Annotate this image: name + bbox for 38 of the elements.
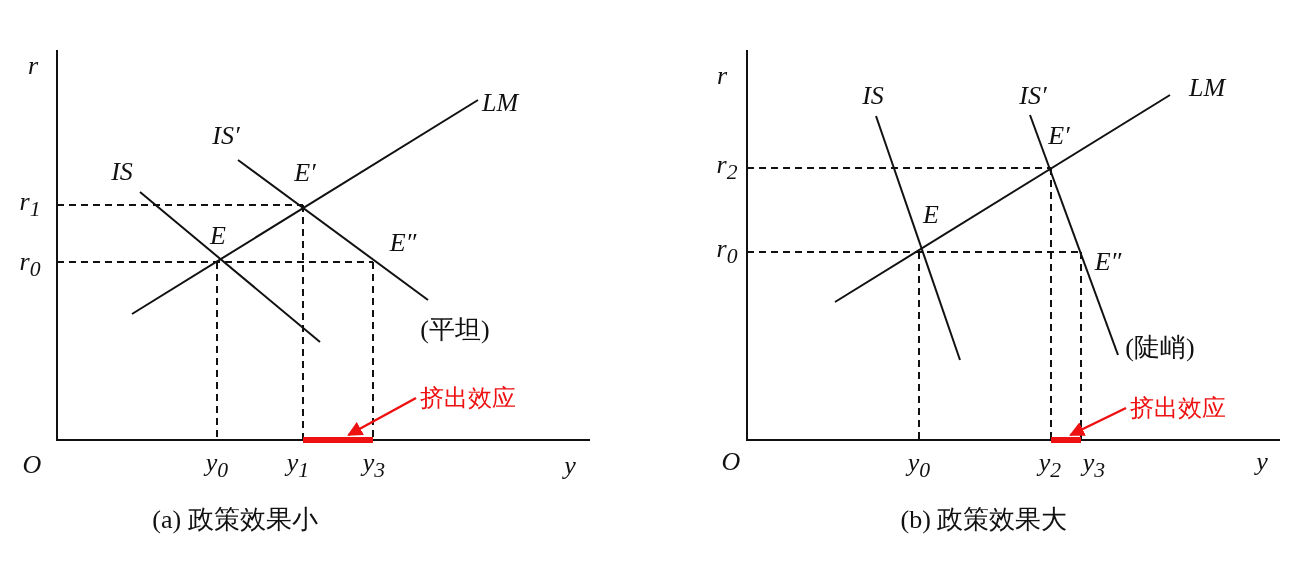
axis-label: O [721, 449, 741, 475]
axis-label: y$_{3}$ [1082, 450, 1106, 482]
axis-label: r [716, 63, 728, 89]
callout-text: 挤出效应 [420, 383, 530, 413]
axis-label: r$_{0}$ [19, 249, 41, 281]
axis-label: y [1256, 449, 1268, 475]
curve-note: (陡峭) [1125, 335, 1195, 361]
leader-arrow [347, 396, 417, 437]
axis-label: y$_{2}$ [1038, 450, 1062, 482]
axis-label: IS′ [212, 123, 240, 149]
axis-label: E″ [389, 230, 417, 256]
axis-label: IS [111, 159, 133, 185]
axis-label: O [22, 452, 42, 478]
panel-caption: (b) 政策效果大 [900, 507, 1068, 533]
axis-label: y$_{0}$ [205, 450, 229, 482]
highlight-bar [303, 437, 373, 443]
curve-note: (平坦) [420, 317, 490, 343]
callout-text: 挤出效应 [1130, 393, 1240, 423]
axis-label: r$_{2}$ [716, 152, 738, 184]
axis-label: r$_{1}$ [19, 189, 41, 221]
highlight-bar [1051, 437, 1081, 443]
axis-label: y$_{1}$ [286, 450, 310, 482]
axis-label: E″ [1094, 249, 1122, 275]
axis-label: IS′ [1019, 83, 1047, 109]
axis-label: IS [862, 83, 884, 109]
axis-label: y$_{3}$ [362, 450, 386, 482]
axis-label: LM [1188, 75, 1226, 101]
axis-label: y [564, 453, 576, 479]
axis-label: E [210, 223, 226, 249]
axis-label: E [923, 202, 939, 228]
axis-label: y$_{0}$ [907, 450, 931, 482]
axis-label: r [27, 53, 39, 79]
axis-label: E′ [1048, 123, 1070, 149]
leader-arrow [1069, 406, 1127, 437]
axis-label: E′ [294, 160, 316, 186]
axis-label: r$_{0}$ [716, 236, 738, 268]
axis-label: LM [481, 90, 519, 116]
panel-caption: (a) 政策效果小 [152, 507, 318, 533]
